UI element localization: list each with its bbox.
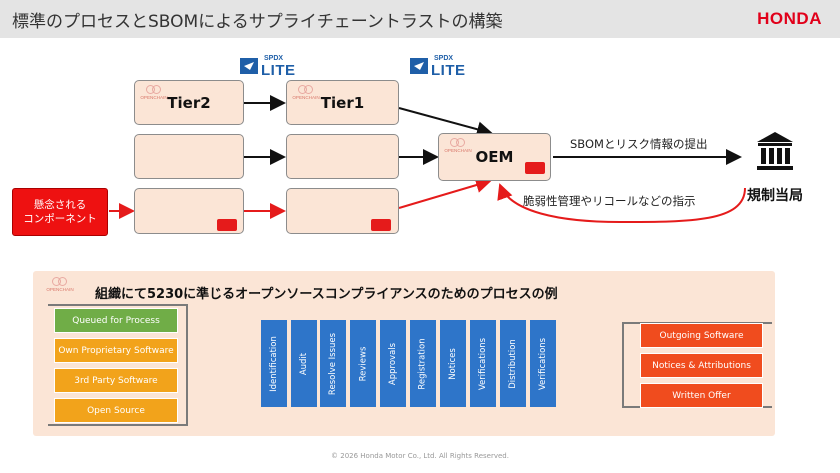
- header-bar: 標準のプロセスとSBOMによるサプライチェーントラストの構築 HONDA: [0, 0, 840, 38]
- spdx-badge-main: LITE: [431, 62, 466, 79]
- step-identification: Identification: [261, 320, 287, 407]
- openchain-logo: OPENCHAIN: [443, 138, 473, 156]
- arrow-red-oem: [398, 177, 492, 209]
- spdx-lite-badge: SPDX LITE: [410, 55, 470, 79]
- regulator-label: 規制当局: [747, 188, 803, 204]
- step-reviews: Reviews: [350, 320, 376, 407]
- oem-box: OPENCHAIN OEM: [438, 133, 551, 181]
- spdx-flag-icon: [240, 58, 258, 74]
- tier1-label: Tier1: [320, 94, 365, 112]
- tier-box-affected: [286, 188, 399, 234]
- tier2-box: OPENCHAIN Tier2: [134, 80, 244, 125]
- input-third-party: 3rd Party Software: [54, 368, 178, 393]
- regulator-bank-icon: [757, 132, 793, 170]
- input-proprietary: Own Proprietary Software: [54, 338, 178, 363]
- affected-component-marker: [217, 219, 237, 231]
- openchain-logo: OPENCHAIN: [139, 85, 169, 103]
- affected-component-marker: [525, 162, 545, 174]
- step-audit: Audit: [291, 320, 317, 407]
- tier1-box: OPENCHAIN Tier1: [286, 80, 399, 125]
- spdx-badge-top: SPDX: [434, 55, 454, 62]
- output-written-offer: Written Offer: [640, 383, 763, 408]
- page-title: 標準のプロセスとSBOMによるサプライチェーントラストの構築: [12, 12, 503, 32]
- arrow-tier1-oem: [398, 107, 493, 138]
- step-registration: Registration: [410, 320, 436, 407]
- instruction-label: 脆弱性管理やリコールなどの指示: [523, 194, 696, 208]
- step-notices: Notices: [440, 320, 466, 407]
- concern-line1: 懸念される: [33, 198, 87, 211]
- step-distribution: Distribution: [500, 320, 526, 407]
- arrow-instruction: [497, 183, 746, 224]
- concern-line2: コンポーネント: [23, 213, 97, 225]
- sbom-submit-label: SBOMとリスク情報の提出: [570, 137, 708, 151]
- spdx-flag-icon: [410, 58, 428, 74]
- tier-box-affected: [134, 188, 244, 234]
- step-approvals: Approvals: [380, 320, 406, 407]
- tier-box-empty: [286, 134, 399, 179]
- output-outgoing-software: Outgoing Software: [640, 323, 763, 348]
- honda-logo: HONDA: [757, 9, 822, 28]
- process-panel-title: 組織にて5230に準じるオープンソースコンプライアンスのためのプロセスの例: [95, 287, 558, 302]
- spdx-badge-top: SPDX: [264, 55, 284, 62]
- step-verifications: Verifications: [470, 320, 496, 407]
- affected-component-marker: [371, 219, 391, 231]
- spdx-badge-main: LITE: [261, 62, 296, 79]
- concerned-component-box: 懸念される コンポーネント: [12, 188, 108, 236]
- input-bracket: [48, 304, 188, 426]
- output-notices-attributions: Notices & Attributions: [640, 353, 763, 378]
- copyright-footer: © 2026 Honda Motor Co., Ltd. All Rights …: [331, 452, 509, 460]
- spdx-lite-badge: SPDX LITE: [240, 55, 300, 79]
- oem-label: OEM: [475, 148, 514, 166]
- tier2-label: Tier2: [167, 94, 211, 112]
- tier-box-empty: [134, 134, 244, 179]
- input-open-source: Open Source: [54, 398, 178, 423]
- openchain-logo: OPENCHAIN: [291, 85, 321, 103]
- step-verifications-final: Verifications: [530, 320, 556, 407]
- step-resolve-issues: Resolve Issues: [320, 320, 346, 407]
- input-queued: Queued for Process: [54, 308, 178, 333]
- openchain-logo: OPENCHAIN: [45, 277, 75, 295]
